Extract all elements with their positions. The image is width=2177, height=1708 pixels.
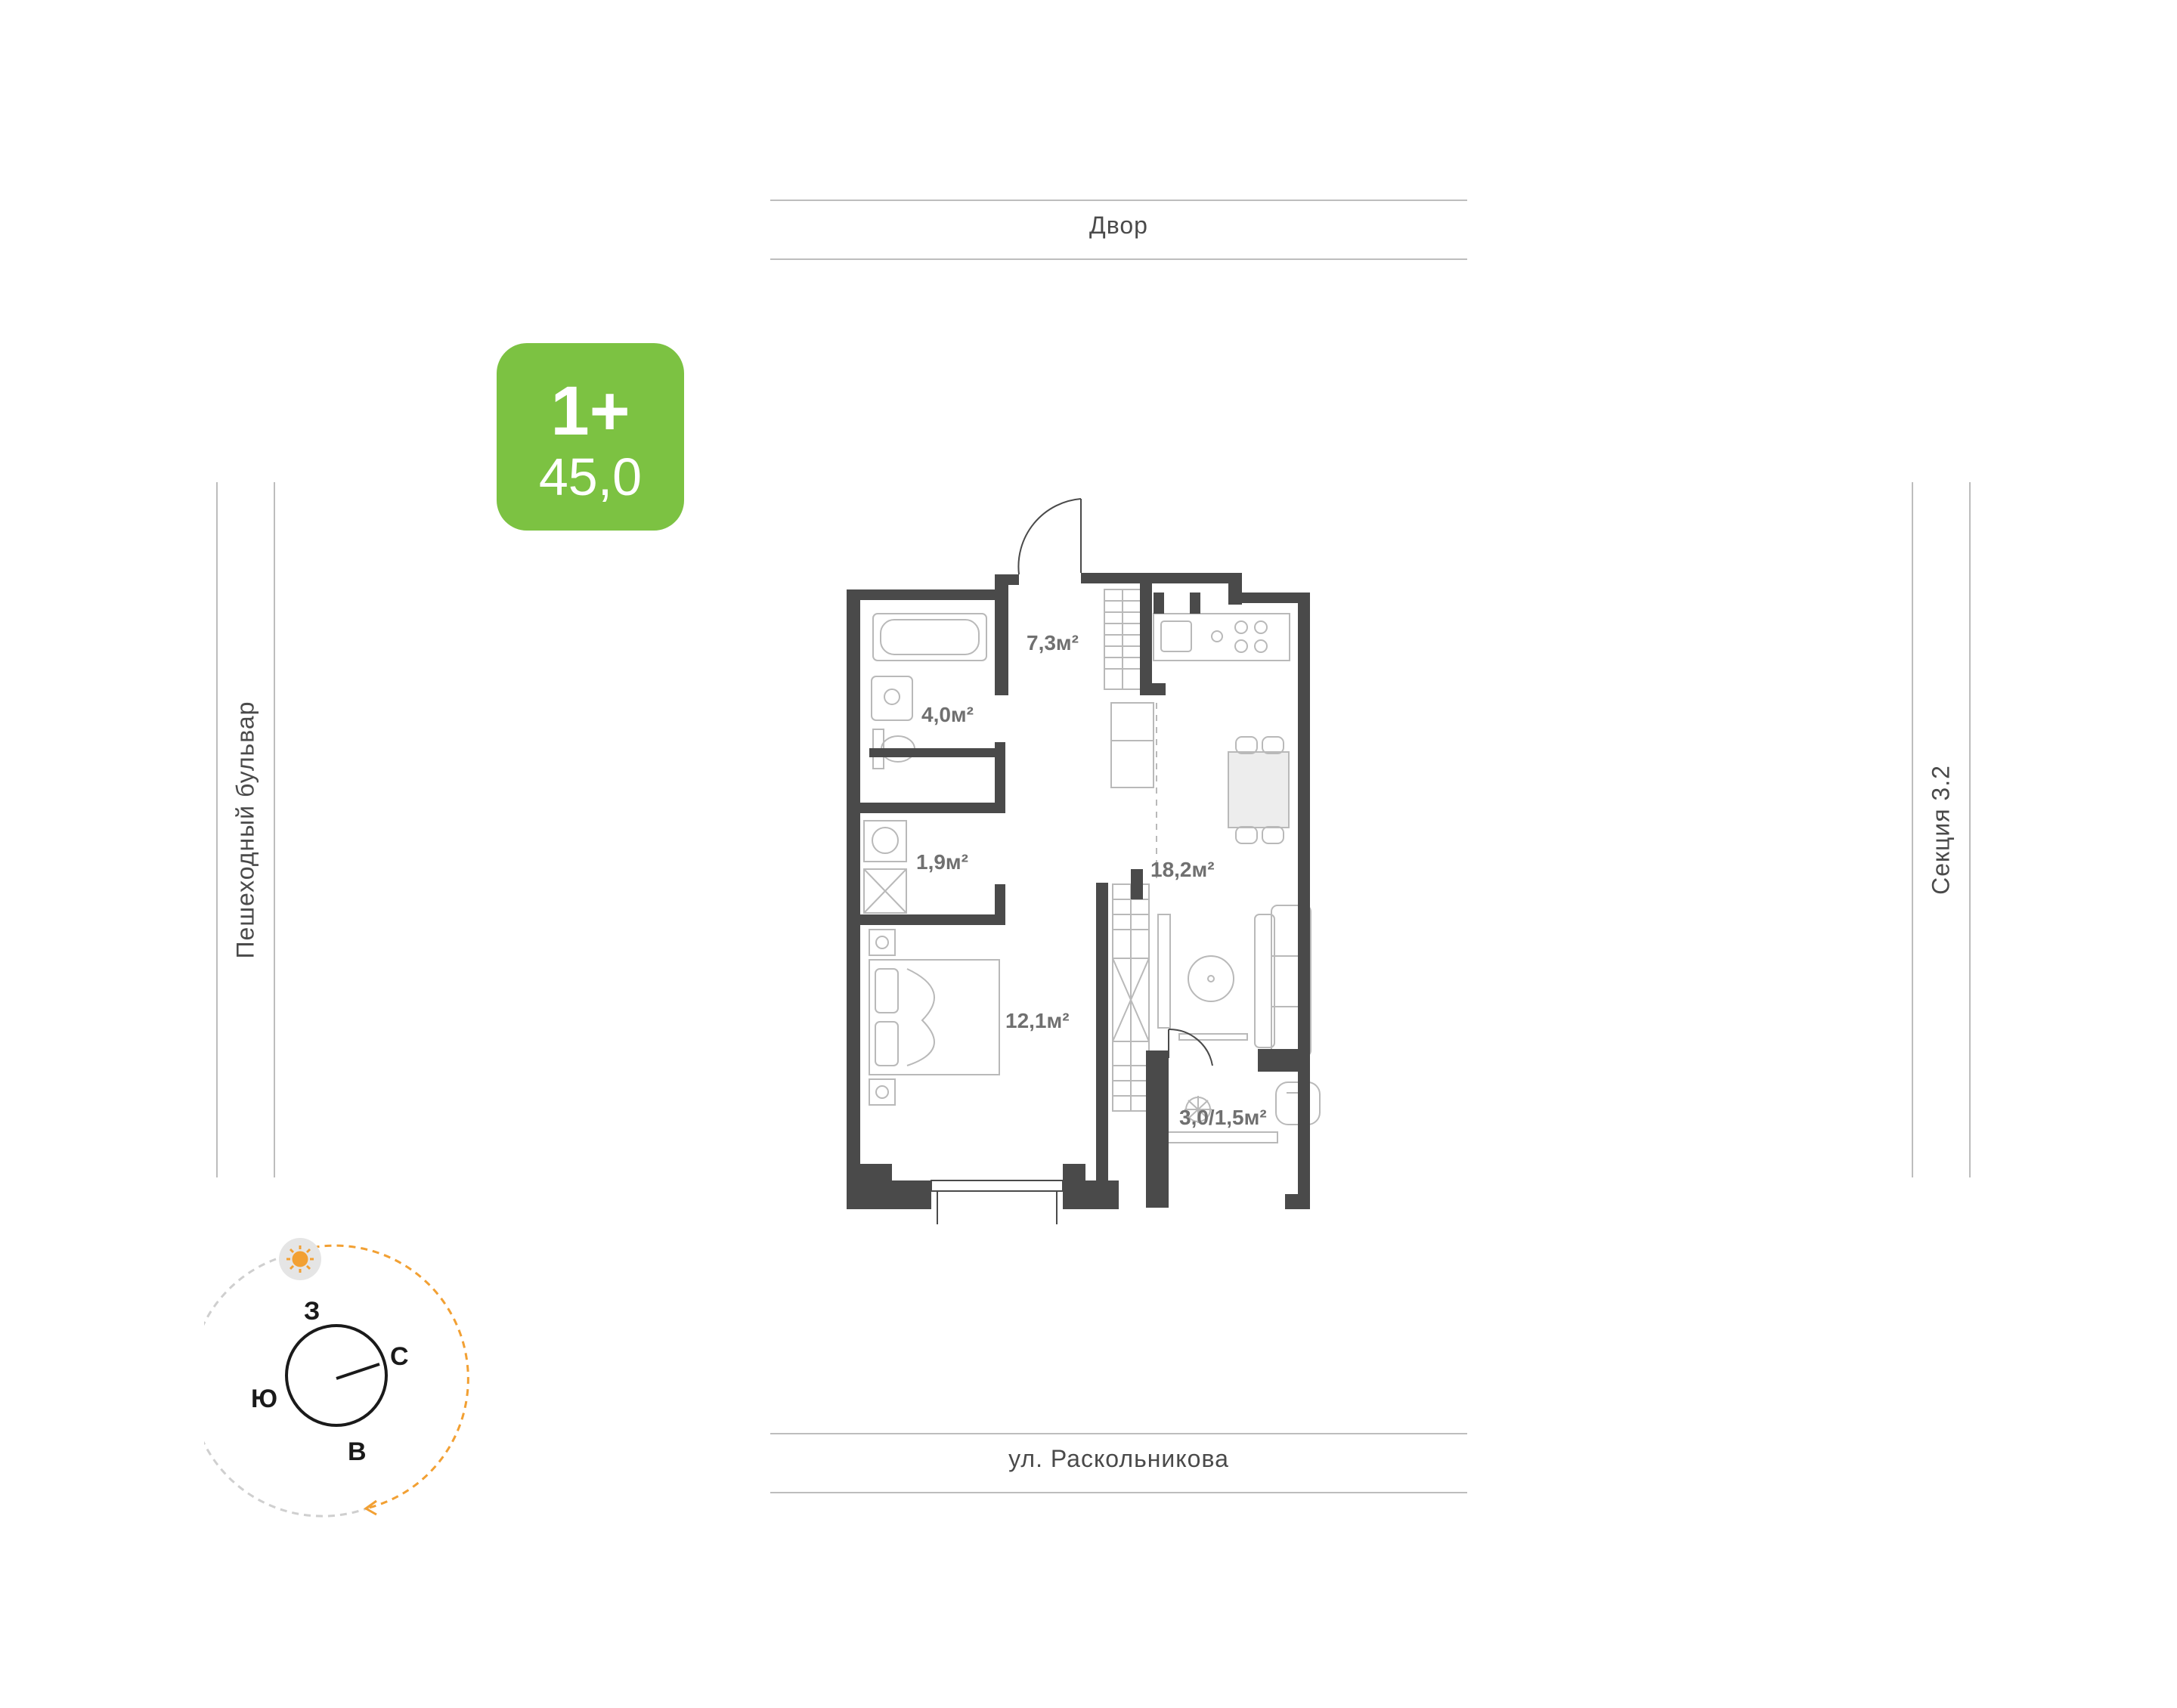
room-label-bathroom: 4,0м² (921, 703, 974, 726)
room-label-bedroom: 12,1м² (1005, 1009, 1070, 1032)
compass-south: Ю (251, 1385, 277, 1413)
apartment-area: 45,0 (538, 447, 643, 506)
sun-glyph (286, 1245, 314, 1273)
balcony-door (1168, 1028, 1213, 1066)
compass-north: С (390, 1342, 409, 1371)
sun-path (300, 1244, 469, 1509)
street-label-bottom: ул. Раскольникова (1008, 1445, 1229, 1472)
street-label-top: Двор (1089, 212, 1148, 239)
apartment-badge: 1+ 45,0 (497, 343, 684, 531)
apartment-type: 1+ (550, 373, 630, 450)
walls (847, 573, 1310, 1209)
compass-west: З (304, 1297, 320, 1326)
compass: З С Ю В (204, 1238, 469, 1518)
room-label-living: 18,2м² (1150, 858, 1215, 881)
fixtures (863, 589, 1321, 1143)
compass-needle (336, 1363, 380, 1380)
compass-east: В (348, 1437, 367, 1466)
compass-ring (285, 1324, 388, 1427)
room-label-laundry: 1,9м² (916, 850, 968, 874)
room-label-hall: 7,3м² (1027, 631, 1079, 654)
street-left: Пешеходный бульвар (216, 482, 275, 1177)
street-bottom: ул. Раскольникова (770, 1433, 1467, 1493)
street-label-left: Пешеходный бульвар (231, 701, 259, 959)
street-label-right: Секция 3.2 (1927, 765, 1955, 895)
floor-plan: 7,3м² 4,0м² 1,9м² 12,1м² 18,2м² 3,0/1,5м… (847, 498, 1321, 1224)
sun-orbit-grey (204, 1258, 370, 1518)
sun-path-arrow-icon (364, 1499, 377, 1516)
room-label-balcony: 3,0/1,5м² (1179, 1106, 1267, 1129)
entrance-door (1017, 498, 1082, 575)
bedroom-window (931, 1180, 1064, 1224)
street-right: Секция 3.2 (1912, 482, 1971, 1177)
street-top: Двор (770, 200, 1467, 260)
